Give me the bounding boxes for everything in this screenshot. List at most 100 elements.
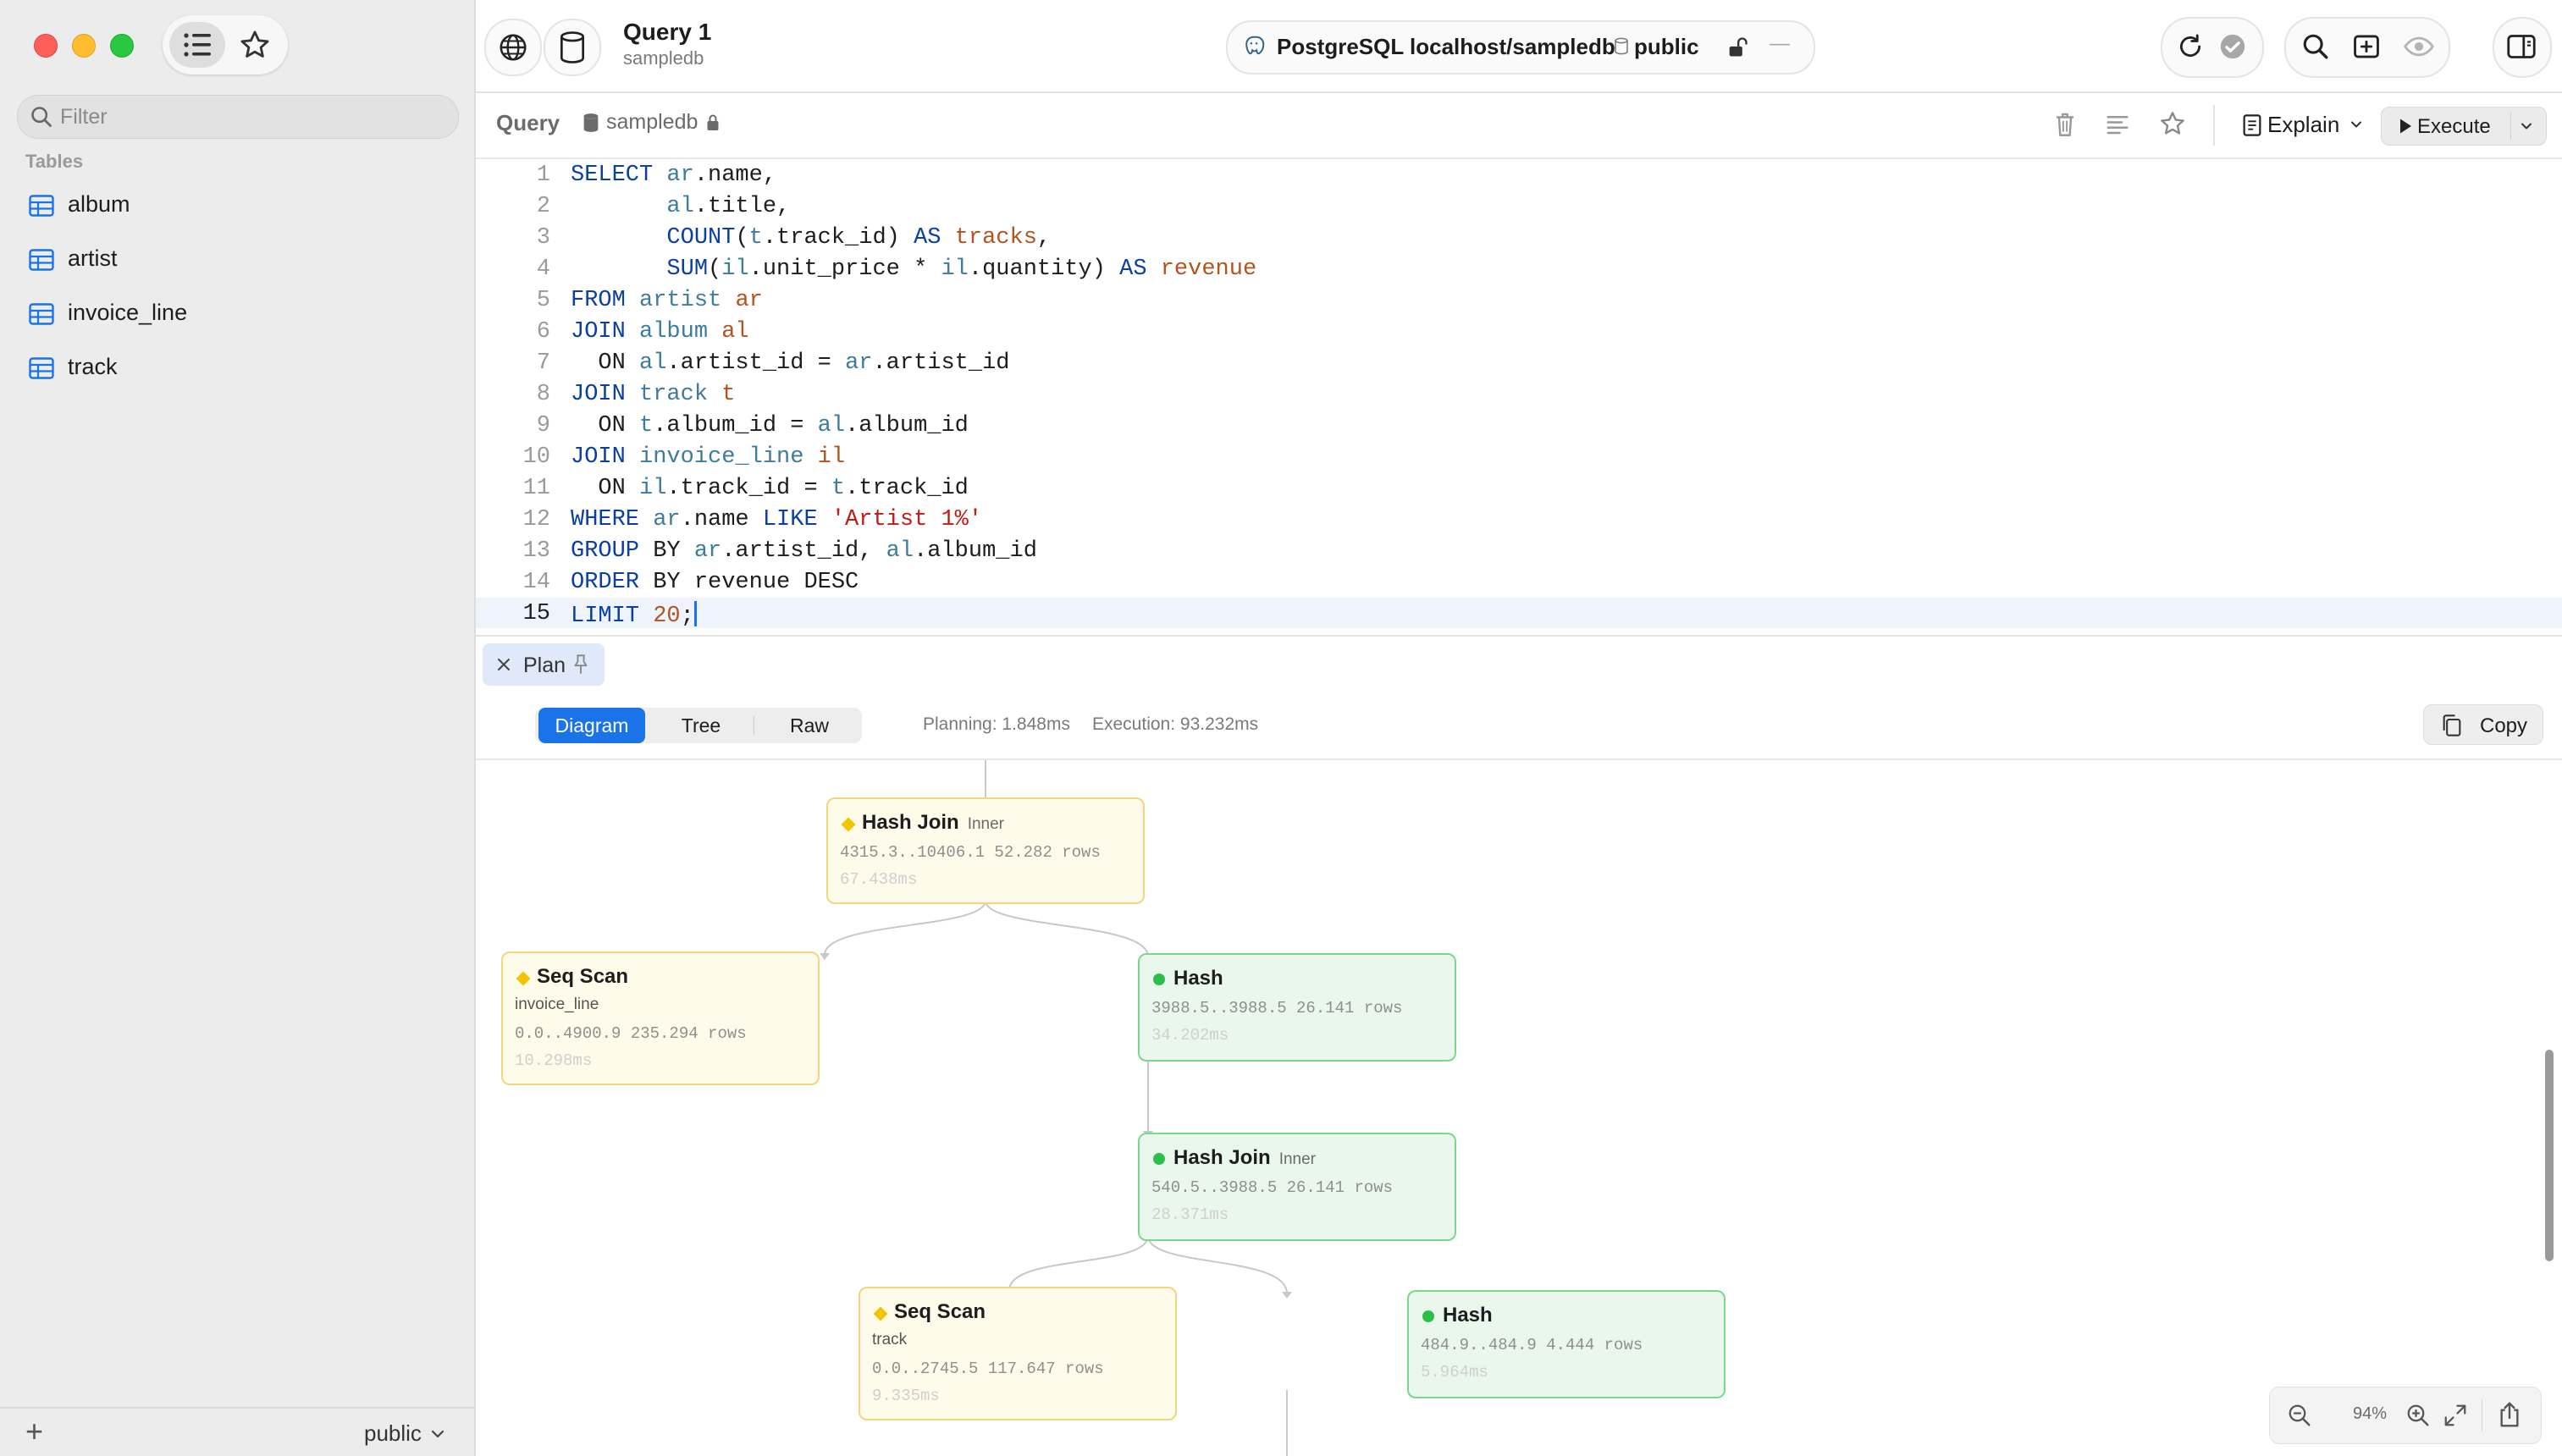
share-icon[interactable]	[2497, 1401, 2522, 1428]
plan-node-seq-scan[interactable]: Seq Scan track 0.0..2745.5 117.647 rows …	[859, 1287, 1177, 1420]
node-cost: 0.0..4900.9 235.294 rows	[515, 1024, 747, 1043]
pin-icon[interactable]	[572, 654, 589, 676]
format-icon[interactable]	[2105, 112, 2130, 137]
code-line: ON il.track_id = t.track_id	[571, 476, 969, 501]
play-icon	[2400, 119, 2411, 134]
view-diagram[interactable]: Diagram	[538, 708, 645, 743]
execute-button[interactable]: Execute	[2381, 107, 2547, 146]
database-button[interactable]	[544, 19, 601, 76]
editor-line: 4 SUM(il.unit_price * il.quantity) AS re…	[476, 253, 2562, 284]
node-type: Hash Join	[862, 811, 959, 834]
code-line: JOIN track t	[571, 382, 736, 407]
sidebar-right-icon[interactable]	[2506, 32, 2537, 61]
sidebar-table-track[interactable]: track	[0, 342, 474, 393]
connection-selector[interactable]: PostgreSQL localhost/sampledb public —	[1226, 20, 1815, 74]
table-icon	[29, 249, 54, 271]
line-number: 5	[536, 288, 550, 313]
checkmark-icon[interactable]	[2218, 32, 2247, 61]
table-label: album	[68, 191, 130, 217]
search-icon[interactable]	[2301, 32, 2330, 61]
tab-plan[interactable]: Plan	[483, 643, 605, 686]
schema-selector[interactable]: public	[364, 1420, 444, 1447]
inspector-group	[2493, 17, 2552, 78]
sidebar-table-album[interactable]: album	[0, 179, 474, 230]
zoom-out-icon[interactable]	[2287, 1403, 2312, 1428]
search-icon	[31, 107, 52, 127]
schema-label: public	[364, 1420, 422, 1446]
node-title: Hash	[1173, 967, 1223, 990]
minimize-window-button[interactable]	[72, 34, 96, 58]
copy-icon	[2443, 714, 2461, 736]
close-window-button[interactable]	[34, 34, 58, 58]
tables-section-label: Tables	[25, 151, 84, 172]
node-time: 28.371ms	[1151, 1205, 1229, 1224]
node-cost: 540.5..3988.5 26.141 rows	[1151, 1178, 1394, 1197]
separator-dash: —	[1770, 32, 1790, 55]
code-line: WHERE ar.name LIKE 'Artist 1%'	[571, 507, 983, 532]
copy-button[interactable]: Copy	[2423, 704, 2543, 745]
new-tab-icon[interactable]	[2352, 32, 2381, 61]
filter-input[interactable]	[58, 96, 451, 138]
line-number: 2	[536, 194, 550, 219]
node-time: 5.964ms	[1421, 1363, 1488, 1382]
query-subtitle: sampledb	[623, 47, 704, 69]
editor-line: 3 COUNT(t.track_id) AS tracks,	[476, 222, 2562, 252]
favorite-star-icon[interactable]	[2159, 110, 2186, 137]
zoom-window-button[interactable]	[110, 34, 134, 58]
filter-field[interactable]	[17, 95, 459, 139]
close-icon[interactable]	[496, 657, 511, 672]
add-button[interactable]: +	[25, 1414, 44, 1448]
zoom-controls: 94%	[2269, 1387, 2542, 1444]
list-icon[interactable]	[183, 31, 212, 58]
star-icon[interactable]	[239, 29, 271, 61]
sidebar: Tables album artist invoice_line	[0, 0, 476, 1456]
chevron-down-icon[interactable]	[2521, 122, 2532, 130]
globe-button[interactable]	[484, 19, 542, 76]
plan-node-hash[interactable]: Hash 484.9..484.9 4.444 rows 5.964ms	[1407, 1290, 1725, 1398]
plan-node-seq-scan[interactable]: Seq Scan invoice_line 0.0..4900.9 235.29…	[501, 951, 820, 1085]
line-number: 7	[536, 350, 550, 376]
line-number: 1	[536, 163, 550, 188]
node-relation: track	[872, 1331, 908, 1348]
tab-label: Plan	[523, 654, 566, 677]
warning-diamond-icon	[841, 817, 856, 832]
view-tree[interactable]: Tree	[681, 714, 721, 736]
unlock-icon[interactable]	[1725, 36, 1749, 59]
chevron-down-icon	[2351, 121, 2361, 128]
query-header: Query sampledb Expl	[476, 93, 2562, 159]
fit-to-screen-icon[interactable]	[2443, 1403, 2468, 1428]
table-label: artist	[68, 245, 118, 271]
plan-node-hash[interactable]: Hash 3988.5..3988.5 26.141 rows 34.202ms	[1138, 953, 1456, 1062]
plan-view-switcher: Diagram Tree Raw	[535, 708, 862, 743]
line-number: 9	[536, 413, 550, 438]
eye-icon[interactable]	[2403, 32, 2435, 61]
explain-button[interactable]: Explain	[2233, 105, 2377, 144]
line-number: 12	[522, 507, 550, 532]
code-line: ORDER BY revenue DESC	[571, 570, 859, 595]
database-icon	[560, 31, 585, 63]
code-line: JOIN album al	[571, 319, 749, 345]
schema-icon	[1615, 37, 1628, 55]
sidebar-table-invoice-line[interactable]: invoice_line	[0, 288, 474, 339]
diagram-scrollbar[interactable]	[2545, 1050, 2554, 1261]
sidebar-table-artist[interactable]: artist	[0, 234, 474, 284]
line-number: 15	[522, 601, 550, 626]
view-raw[interactable]: Raw	[789, 714, 829, 736]
table-label: invoice_line	[68, 300, 188, 325]
warning-diamond-icon	[873, 1306, 888, 1321]
code-line: SELECT ar.name,	[571, 163, 777, 188]
trash-icon[interactable]	[2052, 110, 2078, 139]
zoom-in-icon[interactable]	[2405, 1403, 2431, 1428]
refresh-icon[interactable]	[2176, 32, 2205, 61]
